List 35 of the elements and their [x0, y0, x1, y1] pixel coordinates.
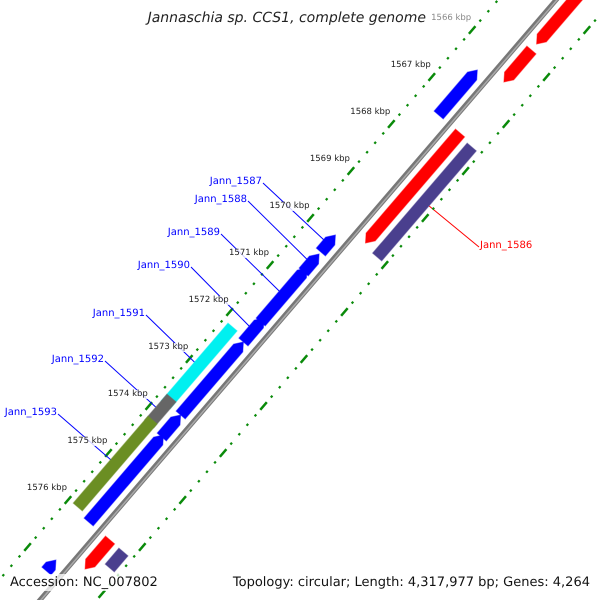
gene-name: Jann_1586 — [480, 241, 532, 251]
gene-segment — [503, 45, 537, 83]
scale-label: 1568 kbp — [350, 108, 390, 116]
gene-segment — [156, 414, 182, 442]
scale-label: 1575 kbp — [67, 437, 108, 446]
gene-segment — [238, 317, 265, 347]
gene-segment — [433, 69, 478, 120]
scale-label: 1566 kbp — [431, 14, 472, 22]
gene-name: Jann_1591 — [92, 309, 145, 319]
footer-text: Topology: circular; Length: 4,317,977 bp; Genes: 4,264 — [230, 574, 592, 591]
gene-name: Jann_1590 — [138, 261, 190, 271]
scale-label: 1576 kbp — [26, 484, 67, 492]
scale-label: 1567 kbp — [390, 61, 431, 70]
scale-label: 1570 kbp — [269, 202, 310, 210]
gene-name: Jann_1592 — [52, 355, 104, 365]
gene-segment — [316, 234, 336, 257]
gene-segment — [104, 547, 129, 573]
scale-label: 1571 kbp — [229, 249, 270, 258]
leader-line — [248, 200, 308, 260]
scale-label: 1569 kbp — [310, 155, 350, 164]
gene-segment — [364, 128, 466, 244]
gene-name: Jann_1589 — [168, 228, 220, 238]
gene-name: Jann_1587 — [210, 177, 262, 187]
scale-label: 1574 kbp — [108, 390, 148, 398]
leader-line — [428, 205, 480, 248]
gene-segment — [41, 559, 56, 576]
gene-segment — [255, 267, 308, 327]
title: Jannaschia sp. CCS1, complete genome — [146, 10, 428, 26]
gene-segment — [84, 535, 116, 570]
gene-name: Jann_1593 — [4, 408, 57, 418]
scale-label: 1572 kbp — [188, 296, 229, 304]
scale-label: 1573 kbp — [148, 343, 188, 352]
gene-segment — [175, 341, 244, 420]
gene-segment — [372, 142, 477, 262]
gene-name: Jann_1588 — [194, 195, 247, 205]
